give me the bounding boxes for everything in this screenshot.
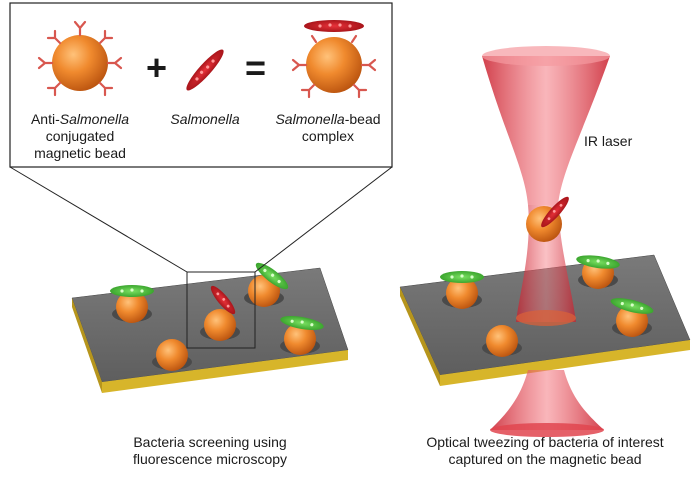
left-green-bacterium-1 [110,285,154,297]
right-slide-side-edge [400,287,440,386]
right-bead-1 [442,277,482,309]
laser-cone-upper [482,56,610,205]
antibody-bead-label: Anti-Salmonella conjugated magnetic bead [30,111,130,161]
left-bead-4 [280,323,320,355]
laser-cone-upper-rim [482,46,610,66]
left-slide-front-edge [102,350,348,393]
salmonella-icon [186,49,224,91]
left-slide-side-edge [72,298,102,393]
right-green-bacterium-2 [576,255,620,269]
left-red-bacterium [210,285,236,315]
right-slide-front-edge [440,340,690,386]
zoom-box [186,271,256,349]
salmonella-label: Salmonella [170,111,240,127]
right-green-bacterium-1 [440,271,484,283]
left-green-bacterium-3 [280,315,324,331]
left-slide [71,262,349,393]
plus-sign: + [146,47,168,88]
zoom-line-right [254,166,393,273]
equals-sign: = [245,47,267,88]
antibody-bead-icon [37,20,123,97]
right-caption: Optical tweezing of bacteria of interest… [426,434,664,467]
left-bead-1 [112,291,152,323]
left-green-bacterium-2 [255,262,289,290]
laser-label: IR laser [584,133,633,149]
right-slide [399,205,691,386]
laser-cone-lower-rim [490,423,604,437]
salmonella-bead-complex-icon [291,20,377,99]
zoom-line-left [9,166,188,273]
left-bead-3 [200,309,240,341]
left-bead-5 [152,339,192,371]
laser-cone-lower [490,370,604,430]
laser-spot-on-slide [516,310,576,326]
trapped-salmonella [541,196,569,228]
left-caption: Bacteria screening using fluorescence mi… [132,434,288,467]
right-bead-4 [482,325,522,357]
right-green-bacterium-3 [610,298,654,314]
complex-label: Salmonella-bead complex [275,111,381,144]
